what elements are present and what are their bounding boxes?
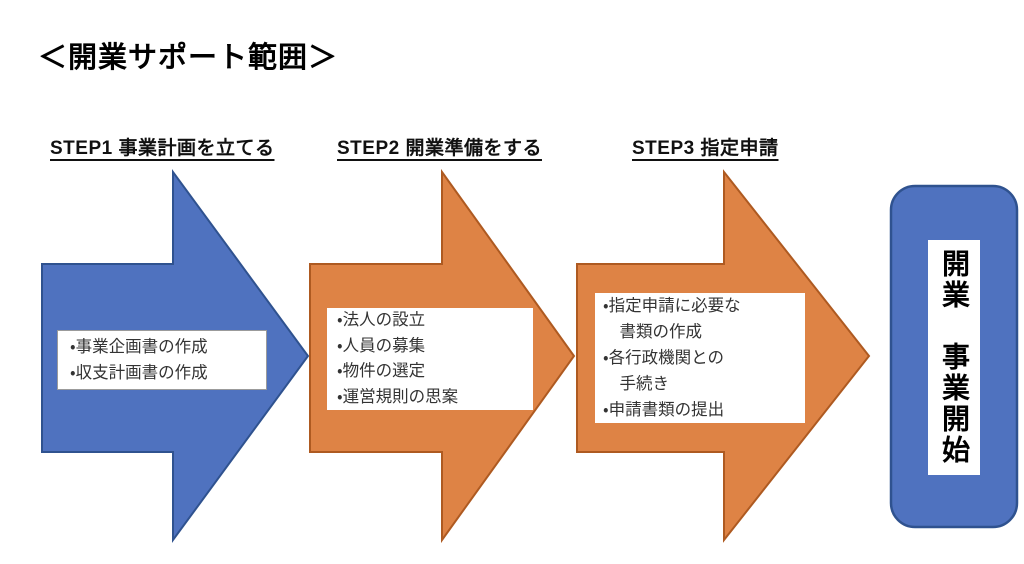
detail-line: ・物件の選定 <box>337 362 426 380</box>
detail-line: ・申請書類の提出 <box>603 401 725 419</box>
step2-heading: STEP2 開業準備をする <box>337 138 542 159</box>
step2-detail-box: ・法人の設立 ・人員の募集 ・物件の選定 ・運営規則の思案 <box>327 308 533 410</box>
diagram-title: ＜開業サポート範囲＞ <box>38 42 339 74</box>
detail-line: ・人員の募集 <box>337 336 426 355</box>
detail-line: ・法人の設立 <box>337 311 426 329</box>
detail-line: ・運営規則の思案 <box>337 387 459 406</box>
detail-line: 手続き <box>603 375 670 393</box>
detail-line: 書類の作成 <box>603 323 703 341</box>
detail-line: ・各行政機関との <box>603 349 724 367</box>
goal-label-box: 開業 事業開始 <box>928 240 980 475</box>
step1-detail-box: ・事業企画書の作成 ・収支計画書の作成 <box>57 330 267 390</box>
detail-line: ・指定申請に必要な <box>603 297 741 315</box>
detail-line: ・収支計画書の作成 <box>70 364 208 382</box>
step3-detail-box: ・指定申請に必要な 書類の作成 ・各行政機関との 手続き ・申請書類の提出 <box>595 293 805 423</box>
goal-label: 開業 事業開始 <box>939 249 970 466</box>
step1-heading: STEP1 事業計画を立てる <box>50 138 275 159</box>
detail-line: ・事業企画書の作成 <box>70 338 208 356</box>
step3-heading: STEP3 指定申請 <box>632 138 779 159</box>
